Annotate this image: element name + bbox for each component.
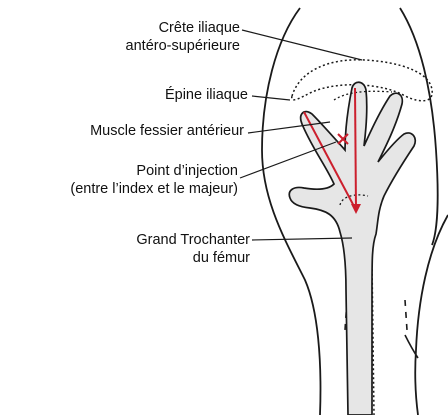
leader-crest xyxy=(242,30,362,60)
label-muscle: Muscle fessier antérieur xyxy=(90,122,244,140)
femur-dash-right xyxy=(405,300,407,330)
red-line-index xyxy=(355,88,356,210)
back-outline xyxy=(400,8,438,245)
label-trochanter-line1: Grand Trochanter xyxy=(136,231,250,249)
label-injection-line2: (entre l’index et le majeur) xyxy=(70,180,238,198)
hip-outline xyxy=(262,8,320,415)
label-injection: Point d’injection (entre l’index et le m… xyxy=(70,162,238,198)
leader-trochanter xyxy=(252,238,352,240)
label-crest-line2: antéro-supérieure xyxy=(126,37,240,55)
label-muscle-text: Muscle fessier antérieur xyxy=(90,122,244,140)
label-spine: Épine iliaque xyxy=(165,86,248,104)
hand-shape xyxy=(289,82,415,415)
label-trochanter: Grand Trochanter du fémur xyxy=(136,231,250,267)
label-spine-text: Épine iliaque xyxy=(165,86,248,104)
thigh-outline xyxy=(415,215,448,415)
label-crest: Crête iliaque antéro-supérieure xyxy=(126,19,240,55)
label-injection-line1: Point d’injection xyxy=(70,162,238,180)
label-crest-line1: Crête iliaque xyxy=(126,19,240,37)
label-trochanter-line2: du fémur xyxy=(136,249,250,267)
leader-spine xyxy=(252,96,290,100)
